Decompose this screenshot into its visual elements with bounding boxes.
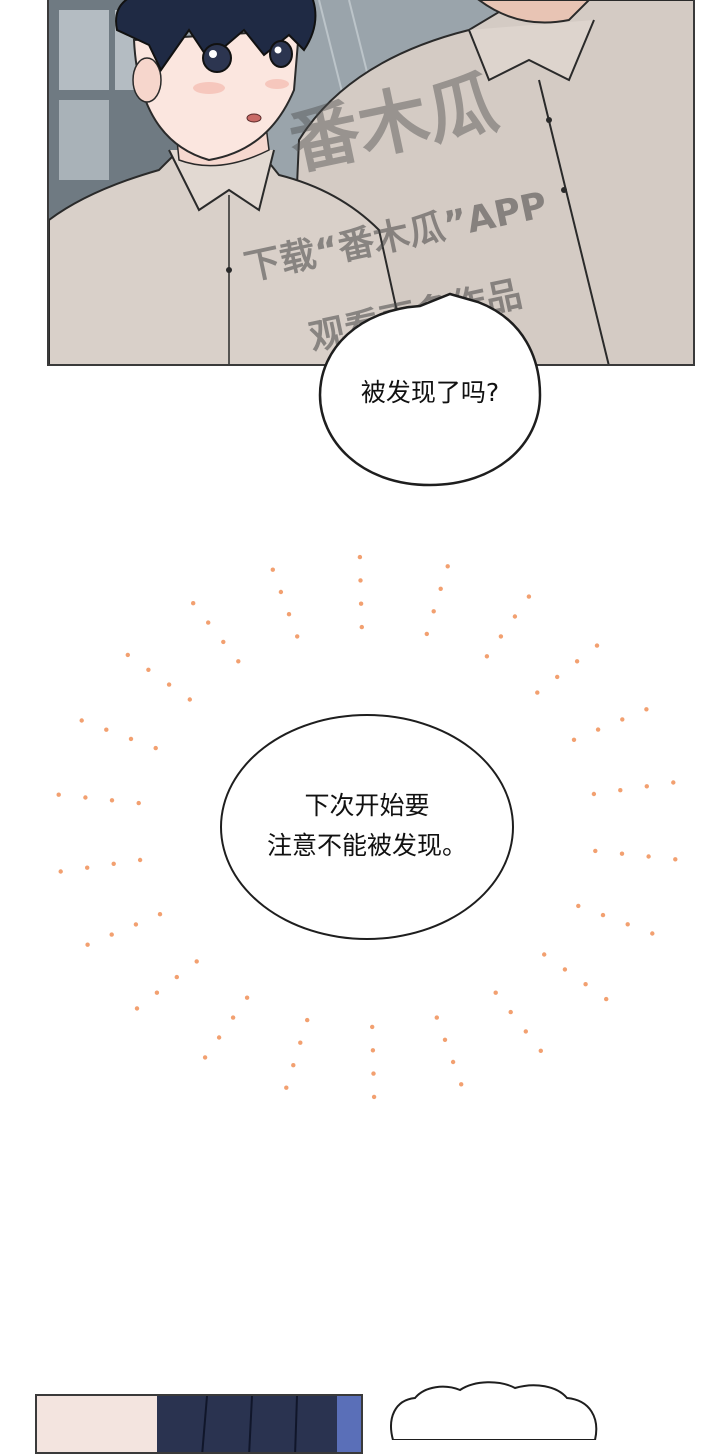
burst-dot [574, 659, 580, 664]
burst-dot [673, 857, 678, 862]
burst-dot [136, 800, 141, 806]
burst-dot [244, 995, 250, 1000]
burst-dot [298, 1040, 303, 1045]
burst-dot [85, 942, 90, 947]
burst-dot [174, 974, 179, 980]
burst-dot [618, 788, 623, 793]
burst-dot [538, 1048, 543, 1053]
speech-bubble-2-line1: 下次开始要 [304, 791, 430, 820]
burst-dot [295, 634, 300, 639]
burst-dot [542, 952, 547, 957]
burst-dot [286, 612, 292, 617]
burst-dot [671, 780, 676, 785]
speech-bubble-2 [220, 714, 514, 940]
burst-dot [370, 1048, 376, 1053]
burst-dot [154, 990, 160, 995]
burst-dot [284, 1085, 289, 1090]
emphasis-burst [56, 554, 678, 1100]
burst-dot [85, 865, 90, 870]
burst-dot [493, 990, 498, 995]
burst-dot [594, 643, 600, 648]
burst-dot [555, 674, 560, 680]
burst-dot [371, 1071, 376, 1076]
burst-dot [109, 932, 114, 937]
burst-dot [442, 1037, 448, 1042]
burst-dot [157, 912, 163, 917]
burst-dot [125, 652, 130, 658]
burst-dot [450, 1059, 456, 1065]
speech-bubble-1-text: 被发现了吗? [360, 378, 500, 407]
burst-dot [359, 624, 364, 630]
burst-dot [650, 931, 655, 936]
burst-dot [604, 996, 609, 1002]
burst-dot [644, 707, 649, 712]
burst-dot [595, 727, 601, 732]
burst-dot [646, 854, 651, 859]
burst-dot [146, 667, 151, 672]
burst-dot [278, 589, 284, 595]
burst-dot [445, 564, 450, 569]
burst-dot [526, 594, 532, 599]
burst-dot [153, 745, 158, 751]
burst-dot [600, 912, 606, 918]
burst-dot [424, 631, 429, 637]
burst-dot [498, 634, 504, 639]
speech-bubble-1 [318, 292, 542, 487]
burst-dot [619, 851, 625, 856]
burst-dot [358, 578, 363, 583]
burst-dot [576, 903, 581, 909]
speech-bubble-2-line2: 注意不能被发现。 [266, 831, 467, 860]
burst-dot [236, 659, 241, 664]
burst-dot [56, 792, 61, 797]
burst-dot [571, 737, 577, 742]
burst-dot [191, 601, 196, 606]
burst-dot [370, 1024, 375, 1030]
burst-dot [111, 861, 116, 866]
panel-bottom-illustration [37, 1396, 361, 1452]
burst-dot [583, 982, 588, 987]
comic-panel-top: 番木瓜 下载“番木瓜”APP 观看更多作品 [47, 0, 695, 366]
burst-dot [166, 682, 172, 687]
burst-dot [79, 718, 84, 723]
burst-dot [523, 1029, 528, 1034]
burst-dot [484, 654, 490, 659]
speech-bubble-3 [390, 1381, 598, 1440]
burst-dot [109, 798, 115, 803]
burst-dot [593, 848, 598, 854]
burst-dot [512, 614, 518, 619]
burst-dot [620, 717, 625, 722]
burst-dot [357, 554, 363, 560]
burst-dot [371, 1094, 377, 1100]
burst-dot [202, 1055, 208, 1060]
burst-dot [270, 567, 275, 572]
burst-dot [83, 795, 88, 800]
burst-dot [137, 857, 143, 863]
burst-dot [133, 922, 139, 927]
burst-dot [58, 869, 63, 874]
burst-dot [459, 1082, 464, 1087]
burst-dot [591, 791, 597, 797]
burst-dot [431, 609, 436, 614]
burst-dot [508, 1009, 513, 1015]
burst-dot [644, 784, 649, 789]
panel-illustration [49, 0, 693, 364]
burst-dot [434, 1015, 439, 1020]
burst-dot [438, 586, 443, 591]
burst-dot [230, 1015, 236, 1020]
burst-dot [134, 1006, 140, 1011]
comic-panel-bottom [35, 1394, 363, 1454]
burst-dot [358, 601, 364, 606]
burst-dot [291, 1063, 296, 1068]
burst-dot [128, 736, 134, 742]
burst-dot [305, 1017, 310, 1023]
burst-dot [535, 690, 540, 695]
burst-dot [221, 639, 226, 645]
burst-dot [104, 727, 109, 732]
burst-dot [187, 697, 192, 702]
burst-dot [625, 922, 630, 927]
burst-dot [562, 967, 568, 972]
burst-dot [216, 1035, 222, 1040]
burst-dot [206, 620, 211, 625]
burst-dot [194, 959, 199, 964]
